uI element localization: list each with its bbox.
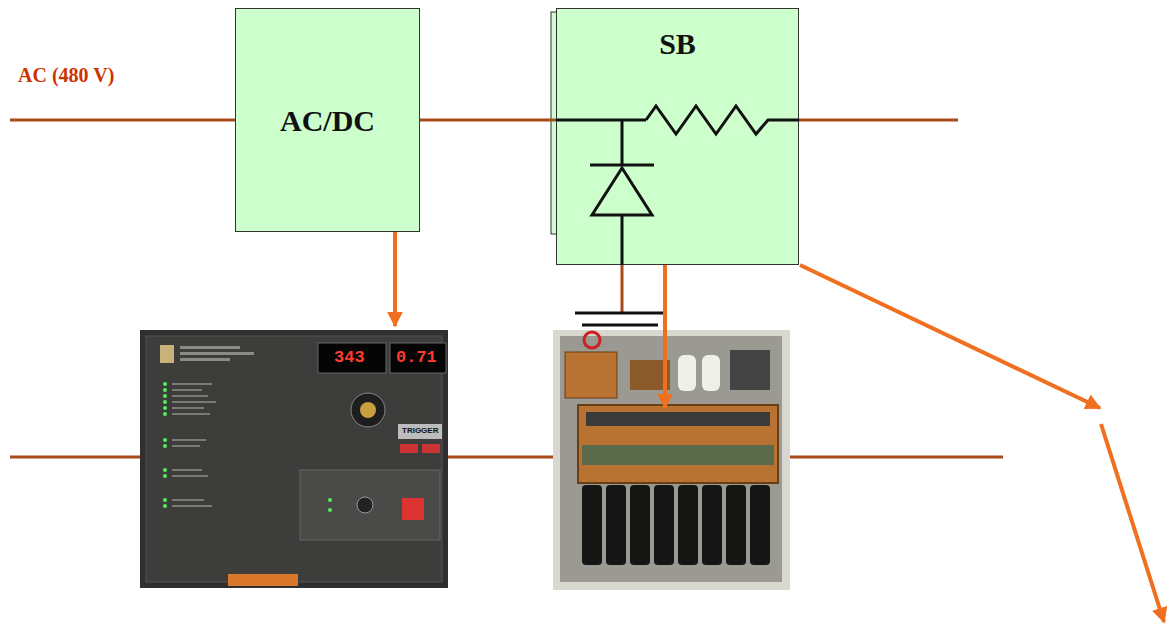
power-supply-photo <box>163 400 167 404</box>
power-supply-photo <box>172 475 208 477</box>
switch-cabinet-photo <box>702 485 722 565</box>
power-supply-photo <box>300 470 440 540</box>
current-readout: 0.71 <box>396 349 437 368</box>
power-wire <box>790 456 1003 459</box>
power-supply-photo <box>360 402 376 418</box>
power-supply-photo <box>163 474 167 478</box>
voltage-readout: 343 <box>334 349 365 368</box>
power-wire <box>448 456 553 459</box>
switch-cabinet-photo <box>578 405 778 483</box>
power-supply-photo <box>140 330 448 588</box>
power-wire <box>621 265 624 313</box>
supply-voltage-label: AC (480 V) <box>18 64 114 86</box>
switch-cabinet-photo <box>678 355 696 391</box>
capacitor-symbol <box>582 324 658 327</box>
power-supply-photo <box>318 343 386 373</box>
circuit-wire <box>621 120 624 165</box>
power-supply-photo <box>357 497 373 513</box>
circuit-wire <box>556 119 646 122</box>
pointer-arrow <box>395 232 1164 622</box>
switch-cabinet-photo <box>584 332 600 348</box>
pointer-arrow <box>1101 424 1164 622</box>
power-supply-photo <box>390 343 446 373</box>
diode-symbol <box>592 168 652 215</box>
power-supply-photo <box>351 393 385 427</box>
switch-cabinet-photo <box>553 330 790 590</box>
switch-cabinet-photo <box>553 330 790 590</box>
power-supply-photo <box>172 439 206 441</box>
switch-cabinet-photo <box>582 485 770 565</box>
switch-cabinet-photo <box>750 485 770 565</box>
power-supply-photo <box>422 444 440 453</box>
switch-circuit <box>556 106 799 265</box>
switch-cabinet-photo <box>678 485 698 565</box>
switch-cabinet-photo <box>565 352 617 398</box>
power-supply-photo <box>172 383 216 507</box>
power-wire <box>420 119 556 122</box>
power-supply-photo <box>172 413 210 415</box>
power-supply-photo <box>180 352 254 355</box>
power-supply-photo <box>163 504 167 508</box>
power-wire <box>799 119 958 122</box>
switch-cabinet-photo <box>606 485 626 565</box>
capacitor-symbol <box>575 312 665 315</box>
power-supply-photo <box>172 395 208 397</box>
switch-cabinet-photo <box>702 355 720 391</box>
power-supply-photo <box>172 401 216 403</box>
power-supply-photo <box>163 444 167 448</box>
circuit-wire <box>621 215 624 265</box>
power-supply-photo <box>328 498 332 502</box>
power-supply-photo <box>172 505 212 507</box>
resistor-symbol <box>646 106 799 134</box>
switch-cabinet-photo <box>586 412 770 426</box>
power-supply-photo <box>163 406 167 410</box>
box-title: AC/DC <box>280 104 375 137</box>
button-label: TRIGGER <box>402 427 438 436</box>
power-supply-photo <box>163 382 167 386</box>
switch-cabinet-photo <box>654 485 674 565</box>
pointer-arrow <box>393 232 397 326</box>
power-supply-photo <box>172 445 200 447</box>
power-supply-photo <box>163 438 167 442</box>
switch-cabinet-photo <box>582 445 774 465</box>
box-title: SB <box>659 27 696 60</box>
power-supply-photo <box>402 498 424 520</box>
switch-cabinet-photo <box>630 485 650 565</box>
power-supply-photo <box>228 574 298 586</box>
power-supply-photo <box>172 383 212 385</box>
power-supply-photo <box>172 469 202 471</box>
power-supply-photo <box>172 389 202 391</box>
power-supply-photo <box>398 424 442 439</box>
switch-box: SB <box>556 8 799 265</box>
power-supply-photo <box>180 358 230 361</box>
power-supply-photo <box>163 388 167 392</box>
power-supply-photo <box>163 394 167 398</box>
switch-cabinet-photo <box>582 485 602 565</box>
power-supply-photo <box>172 499 204 501</box>
switch-cabinet-photo <box>560 336 782 582</box>
power-supply-photo <box>400 444 418 453</box>
power-supply-photo <box>140 330 448 588</box>
power-wire <box>10 119 235 122</box>
power-supply-photo <box>163 412 167 416</box>
switch-cabinet-photo <box>726 485 746 565</box>
pointer-arrow <box>800 265 1100 408</box>
power-wire <box>10 456 140 459</box>
power-supply-photo <box>163 468 167 472</box>
power-supply-photo <box>172 407 204 409</box>
converter-box: AC/DC <box>235 8 420 232</box>
power-supply-photo <box>328 508 332 512</box>
pointer-arrow <box>663 265 667 408</box>
power-supply-photo <box>160 345 174 363</box>
switch-cabinet-photo <box>730 350 770 390</box>
power-supply-photo <box>163 382 167 508</box>
power-supply-photo <box>163 498 167 502</box>
power-wire <box>10 120 958 313</box>
power-supply-photo <box>180 346 240 349</box>
